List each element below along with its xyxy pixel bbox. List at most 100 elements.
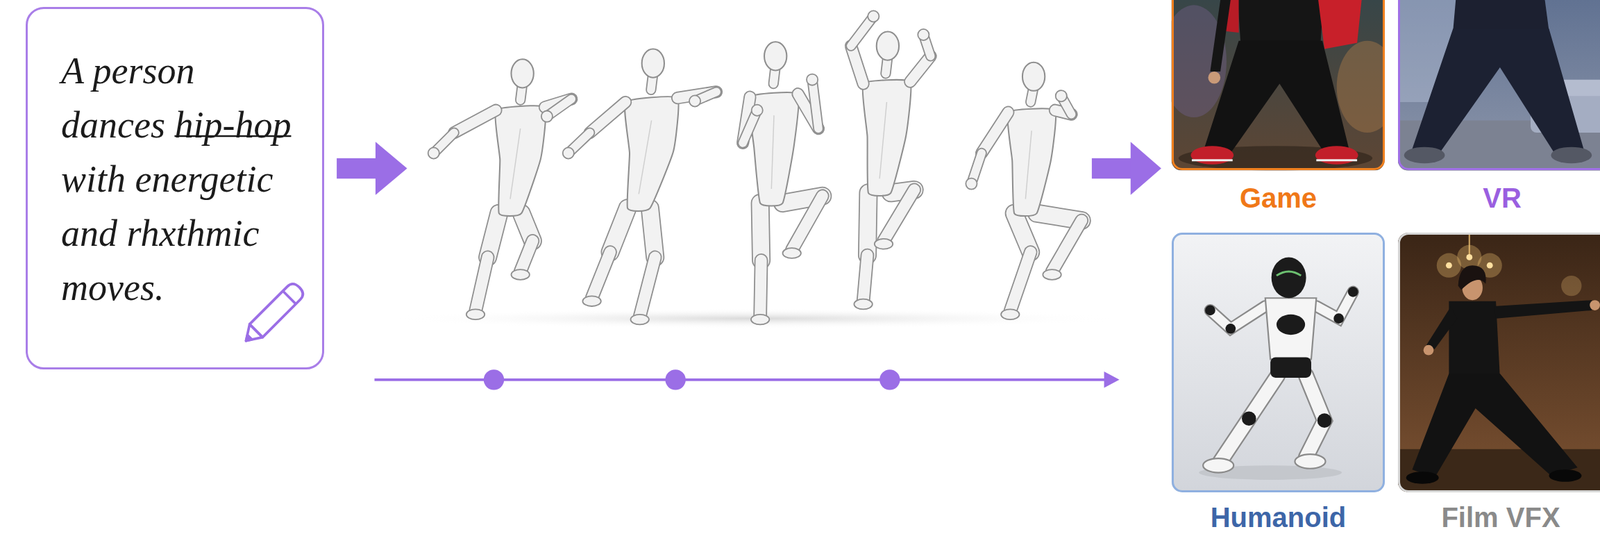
mannequin-torso <box>624 96 679 212</box>
humanoid-render <box>1316 291 1353 318</box>
game-render <box>1236 0 1325 46</box>
mannequin-hand <box>867 10 879 22</box>
game-render <box>1207 71 1221 84</box>
mannequin-limb <box>812 79 819 130</box>
film-vfx-render <box>1458 265 1487 290</box>
mannequin-limb <box>592 251 611 298</box>
film-vfx-render <box>1493 299 1592 318</box>
mannequin-limb <box>883 189 915 241</box>
timeline-axis <box>664 369 686 390</box>
panel-label: VR <box>1398 182 1600 214</box>
film-vfx-render <box>1448 301 1501 378</box>
mannequin-figure <box>428 59 572 320</box>
mannequin-hand <box>1055 90 1067 102</box>
application-panel: VR <box>1398 0 1600 171</box>
humanoid-render <box>1317 413 1333 428</box>
vr-render <box>1550 147 1592 164</box>
timeline-axis <box>879 369 900 390</box>
vr-render <box>1398 0 1600 171</box>
flow-arrow <box>1091 158 1133 179</box>
game-render <box>1316 158 1358 162</box>
mannequin-limb <box>1052 220 1083 273</box>
underline-layer <box>174 136 291 137</box>
pencil-icon <box>282 290 296 305</box>
mannequin-limb <box>520 240 534 272</box>
mannequin-mesh-line <box>638 120 652 194</box>
mannequin-limb <box>475 256 488 311</box>
mannequin-limb <box>760 203 761 261</box>
film-vfx-render <box>1406 471 1439 484</box>
mannequin-limb <box>981 112 1008 154</box>
vr-render <box>1411 28 1584 155</box>
mannequin-limb <box>640 256 656 316</box>
mannequin-mesh-line <box>879 102 887 179</box>
mannequin-limb <box>590 102 626 133</box>
humanoid-render <box>1348 286 1359 298</box>
flow-arrow <box>1130 141 1162 195</box>
application-panel: Humanoid <box>1171 232 1385 493</box>
mannequin-head <box>642 49 665 78</box>
film-vfx-render <box>1589 299 1600 311</box>
humanoid-render <box>1316 291 1353 318</box>
illustration <box>239 0 1600 493</box>
mannequin-head <box>1022 62 1045 91</box>
mannequin-limb <box>851 45 864 84</box>
vr-render <box>1452 0 1549 31</box>
mannequin-hand <box>562 147 575 159</box>
game-render <box>1190 145 1234 164</box>
mannequin-limb <box>792 195 823 250</box>
game-render <box>1316 0 1364 50</box>
mannequin-torso <box>494 105 546 216</box>
film-vfx-render <box>1426 306 1458 350</box>
panel-label: Film VFX <box>1398 501 1600 533</box>
mannequin-foot <box>630 314 649 325</box>
humanoid-render <box>1205 305 1216 316</box>
humanoid-render <box>1294 453 1326 469</box>
timeline-axis <box>483 369 504 390</box>
mannequin-mesh-line <box>771 115 774 189</box>
mannequin-limb <box>590 102 626 133</box>
mannequin-limb <box>760 260 761 317</box>
mannequin-head <box>510 59 534 88</box>
mannequin-limb <box>867 192 869 256</box>
mannequin-limb <box>610 208 628 252</box>
mannequin-torso <box>1007 108 1056 216</box>
humanoid-render <box>1265 297 1317 359</box>
mannequin-limb <box>760 203 761 261</box>
timeline-axis <box>1104 371 1120 389</box>
panel-label: Humanoid <box>1171 501 1385 533</box>
mannequin-hand <box>689 95 701 107</box>
humanoid-render <box>1241 410 1257 426</box>
mannequin-limb <box>1009 251 1031 311</box>
application-panel: Film VFX <box>1398 232 1600 493</box>
film-vfx-render <box>1398 232 1600 492</box>
mannequin-head <box>876 31 899 61</box>
mannequin-limb <box>592 251 611 298</box>
mannequin-figure <box>562 49 717 325</box>
game-render <box>1178 145 1373 171</box>
mannequin-limb <box>453 110 496 133</box>
game-render <box>1191 158 1233 162</box>
text-underline <box>174 135 291 138</box>
humanoid-render <box>1271 256 1307 298</box>
mannequin-limb <box>792 195 823 250</box>
game-render <box>1204 40 1350 154</box>
humanoid-render <box>1225 323 1236 334</box>
application-panel: Game <box>1171 0 1385 171</box>
humanoid-render <box>1270 357 1312 378</box>
timeline-axis <box>374 369 1119 390</box>
mannequin-hand <box>541 110 553 122</box>
mannequin-limb <box>863 255 868 302</box>
humanoid-render <box>1209 306 1265 329</box>
mannequin-limb <box>640 256 656 316</box>
humanoid-render <box>1276 271 1301 276</box>
mannequin-foot <box>582 295 601 307</box>
mannequin-foot <box>782 247 801 259</box>
mannequin-foot <box>751 314 770 325</box>
prompt-box: A person dances hip-hop with energetic a… <box>25 6 325 370</box>
game-render <box>1209 0 1231 72</box>
mannequin-hand <box>428 147 440 159</box>
